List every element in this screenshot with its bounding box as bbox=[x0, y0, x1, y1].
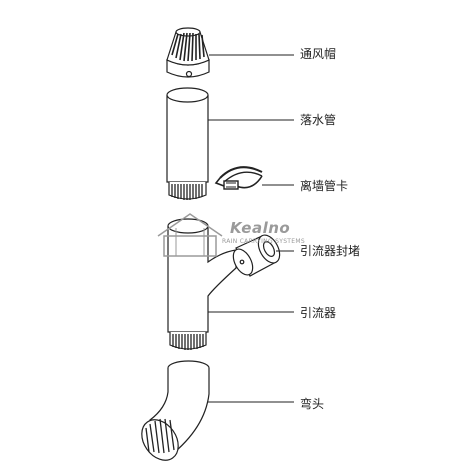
ventilation-cap bbox=[166, 27, 210, 78]
downpipe bbox=[166, 87, 209, 200]
label-diverter-plug: 引流器封堵 bbox=[300, 244, 361, 258]
label-diverter: 引流器 bbox=[300, 306, 337, 320]
label-elbow: 弯头 bbox=[300, 397, 325, 411]
watermark-name: Kealno bbox=[230, 219, 291, 237]
watermark-logo bbox=[157, 213, 223, 257]
label-pipe: 落水管 bbox=[300, 113, 337, 127]
wall-clip bbox=[214, 166, 263, 190]
leader-lines bbox=[208, 54, 294, 403]
label-clip: 离墙管卡 bbox=[300, 179, 349, 193]
elbow bbox=[141, 360, 210, 461]
diverter-plug bbox=[232, 234, 281, 277]
watermark-tagline: RAIN CARRYING SYSTEMS bbox=[222, 238, 305, 245]
label-cap: 通风帽 bbox=[300, 47, 337, 61]
